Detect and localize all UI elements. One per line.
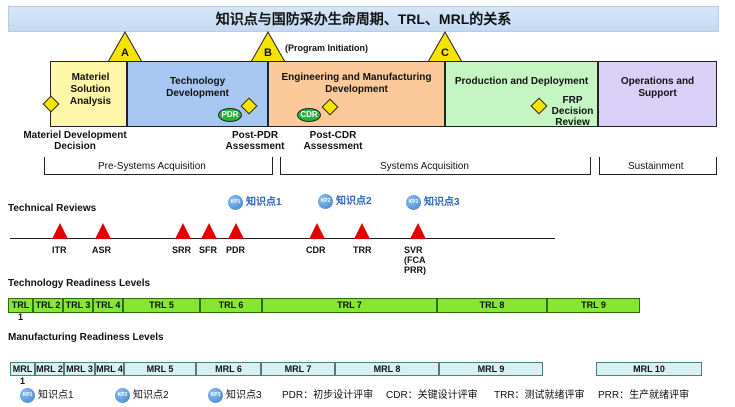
trl-cell: TRL 7 xyxy=(262,298,437,313)
milestone-b-triangle xyxy=(250,30,286,62)
milestone-c-triangle xyxy=(427,30,463,62)
review-label: ITR xyxy=(52,245,67,255)
review-label: TRR xyxy=(353,245,372,255)
technical-reviews-heading: Technical Reviews xyxy=(8,203,97,214)
phase-label: Operations and Support xyxy=(620,76,695,99)
milestone-a-triangle xyxy=(107,30,143,62)
legend-prr: PRR：生产就绪评审 xyxy=(598,390,690,401)
review-label: SVR (FCA PRR) xyxy=(404,245,426,275)
review-triangle-icon xyxy=(52,223,68,239)
trl-cell: TRL 9 xyxy=(547,298,640,313)
review-label: SFR xyxy=(199,245,217,255)
systems-acquisition-bracket xyxy=(280,165,591,175)
review-triangle-icon xyxy=(309,223,325,239)
mrl-cell: MRL 2 xyxy=(35,362,64,376)
trl-cell: TRL 6 xyxy=(200,298,262,313)
legend-kp2-icon: KP2 xyxy=(115,388,130,403)
kp1-icon: KP1 xyxy=(228,195,243,210)
mrl-cell: MRL 6 xyxy=(196,362,261,376)
sustainment-label: Sustainment xyxy=(622,161,690,172)
pdr-oval: PDR xyxy=(218,108,242,122)
mrl-cell: MRL 5 xyxy=(124,362,196,376)
systems-acquisition-label: Systems Acquisition xyxy=(372,161,477,172)
trl-heading: Technology Readiness Levels xyxy=(8,278,151,289)
pre-systems-bracket xyxy=(44,165,273,175)
milestone-b-label: B xyxy=(264,47,272,59)
mrl-cell: MRL 10 xyxy=(596,362,702,376)
mrl-cell: MRL 3 xyxy=(64,362,95,376)
phase-label: Materiel Solution Analysis xyxy=(69,72,112,107)
milestone-triangles xyxy=(107,30,463,62)
mrl-cell: MRL 1 xyxy=(10,362,35,386)
knowledge-point-2: 知识点2 xyxy=(336,196,372,207)
mrl-cell: MRL 9 xyxy=(439,362,543,376)
legend-kp1: 知识点1 xyxy=(38,390,74,401)
legend-kp3-icon: KP3 xyxy=(208,388,223,403)
phase-label: Production and Deployment xyxy=(454,76,589,87)
legend-cdr: CDR：关键设计评审 xyxy=(386,390,478,401)
trl-cell: TRL 8 xyxy=(437,298,547,313)
review-label: SRR xyxy=(172,245,192,255)
review-triangle-icon xyxy=(228,223,244,239)
program-initiation-label: (Program Initiation) xyxy=(285,43,368,53)
review-triangle-icon xyxy=(95,223,111,239)
knowledge-point-3: 知识点3 xyxy=(424,197,460,208)
mrl-cell: MRL 8 xyxy=(335,362,439,376)
review-triangle-icon xyxy=(354,223,370,239)
legend-trr: TRR：测试就绪评审 xyxy=(494,390,585,401)
phase-production-deployment: Production and Deployment xyxy=(445,61,598,127)
trl-cell: TRL 2 xyxy=(33,298,63,313)
post-cdr-label: Post-CDR Assessment xyxy=(303,130,363,152)
mrl-cell: MRL 7 xyxy=(261,362,335,376)
mrl-heading: Manufacturing Readiness Levels xyxy=(8,332,164,343)
phase-emd: Engineering and Manufacturing Developmen… xyxy=(268,61,445,127)
phase-operations-support: Operations and Support xyxy=(598,61,717,127)
legend-pdr: PDR：初步设计评审 xyxy=(282,390,374,401)
phase-label: Technology Development xyxy=(166,76,229,99)
trl-cell: TRL 5 xyxy=(123,298,200,313)
pre-systems-acquisition-label: Pre-Systems Acquisition xyxy=(90,161,214,172)
mrl-cell: MRL 4 xyxy=(95,362,124,376)
phase-label: Engineering and Manufacturing Developmen… xyxy=(281,72,432,95)
trl-cell: TRL 3 xyxy=(63,298,93,313)
phase-materiel-solution-analysis: Materiel Solution Analysis xyxy=(50,61,127,127)
materiel-development-decision-label: Materiel Development Decision xyxy=(23,130,127,152)
frp-decision-label: FRP Decision Review xyxy=(551,95,594,128)
trl-cell: TRL 1 xyxy=(8,298,33,322)
phase-technology-development: Technology Development xyxy=(127,61,268,127)
trl-cell: TRL 4 xyxy=(93,298,123,313)
sustainment-bracket xyxy=(599,165,717,175)
review-triangle-icon xyxy=(175,223,191,239)
review-triangle-icon xyxy=(410,223,426,239)
review-label: PDR xyxy=(226,245,246,255)
review-label: ASR xyxy=(92,245,112,255)
technical-reviews-line xyxy=(10,238,555,239)
kp3-icon: KP3 xyxy=(406,195,421,210)
legend-kp2: 知识点2 xyxy=(133,390,169,401)
review-triangle-icon xyxy=(201,223,217,239)
kp2-icon: KP2 xyxy=(318,194,333,209)
review-label: CDR xyxy=(306,245,326,255)
milestone-a-label: A xyxy=(121,47,129,59)
milestone-c-label: C xyxy=(441,47,449,59)
post-pdr-label: Post-PDR Assessment xyxy=(225,130,285,152)
legend-kp1-icon: KP1 xyxy=(20,388,35,403)
cdr-oval: CDR xyxy=(297,108,321,122)
legend-kp3: 知识点3 xyxy=(226,390,262,401)
page-title: 知识点与国防采办生命周期、TRL、MRL的关系 xyxy=(8,6,719,32)
knowledge-point-1: 知识点1 xyxy=(246,197,282,208)
